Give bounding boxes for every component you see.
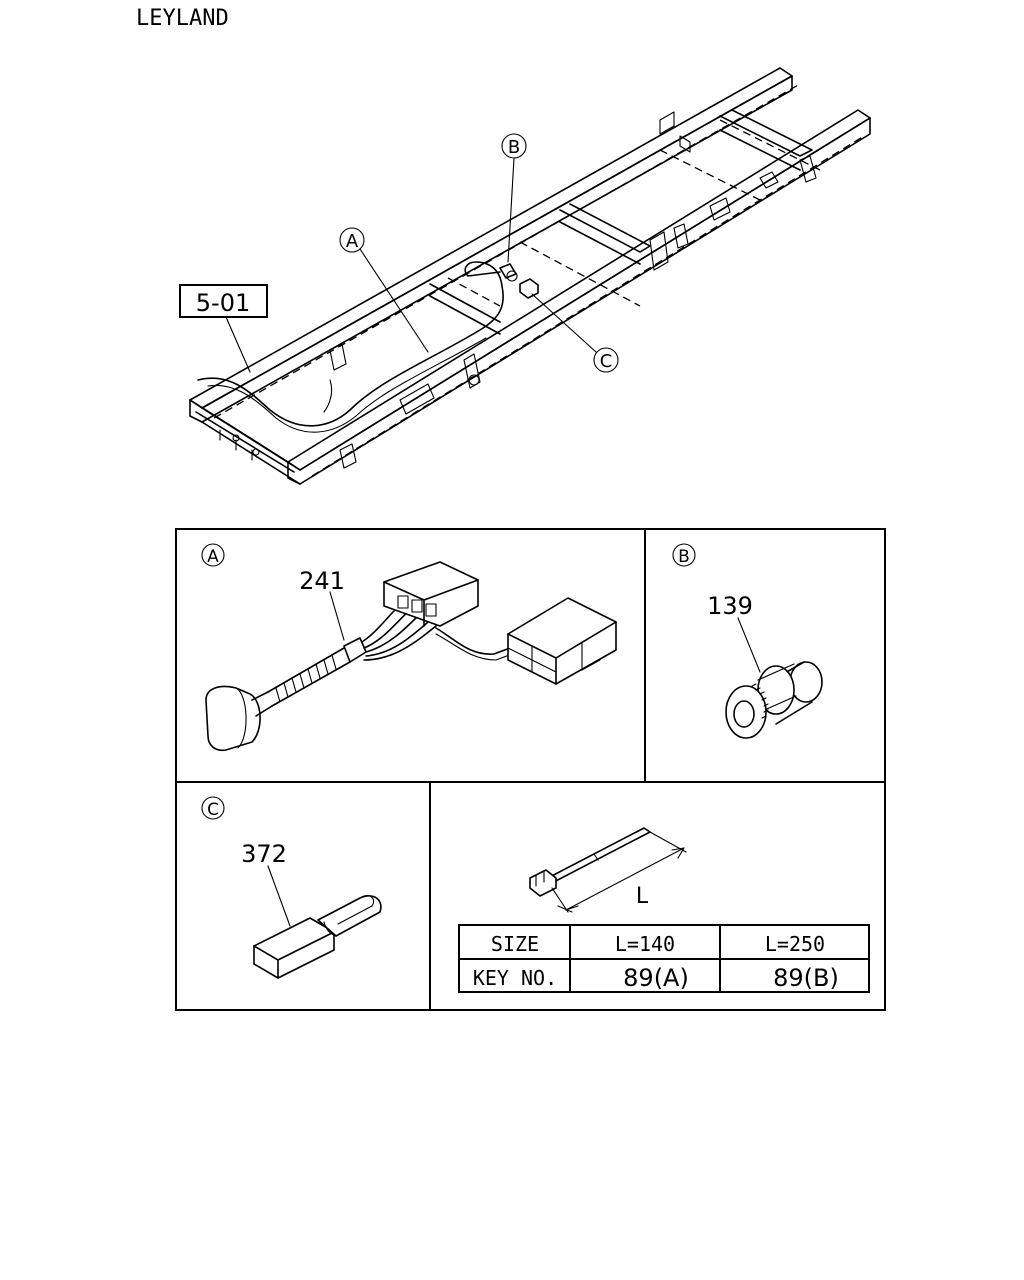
wiring-harness-part: [205, 561, 617, 752]
panel-b-letter-circle: [672, 543, 696, 567]
panel-b-letter: B: [678, 547, 690, 567]
panel-a-letter-circle: [201, 543, 225, 567]
panel-c-letter: C: [207, 800, 219, 820]
table-cell-89b: 89(B): [773, 964, 839, 992]
part-number-241: 241: [299, 567, 345, 595]
overview-callouts: 5-01 A B C: [179, 133, 619, 373]
panel-c-letter-circle: [201, 796, 225, 820]
panel-c: C 372: [201, 796, 382, 979]
table-cell-key-no: KEY NO.: [473, 966, 557, 990]
callout-a-label: A: [346, 231, 359, 252]
grommet-part: [725, 661, 823, 739]
size-table: SIZE L=140 L=250 KEY NO. 89(A) 89(B): [458, 924, 870, 993]
table-cell-89a: 89(A): [623, 964, 689, 992]
callout-c-circle: [593, 347, 619, 373]
panel-size: L SIZE L=140 L=250 KEY NO. 89(A) 89(B): [458, 827, 870, 993]
detail-panels-frame: [175, 528, 886, 1011]
chassis-frame-drawing: [189, 67, 871, 485]
dimension-l-label: L: [636, 884, 649, 909]
table-header-size: SIZE: [491, 932, 539, 956]
cable-tie-part: [529, 827, 687, 913]
callout-c-label: C: [600, 351, 613, 372]
part-number-372: 372: [241, 840, 287, 868]
ref-box-label: 5-01: [196, 289, 250, 317]
terminal-part: [253, 895, 382, 979]
panel-a: A 241: [201, 543, 617, 752]
panel-b: B 139: [672, 543, 823, 739]
callout-b-label: B: [508, 137, 520, 158]
table-header-l140: L=140: [615, 932, 675, 956]
ref-box-5-01: [179, 284, 268, 318]
callout-a-circle: [339, 227, 365, 253]
table-header-l250: L=250: [765, 932, 825, 956]
part-number-139: 139: [707, 592, 753, 620]
panel-a-letter: A: [207, 547, 219, 567]
brand-title: LEYLAND: [136, 6, 229, 31]
